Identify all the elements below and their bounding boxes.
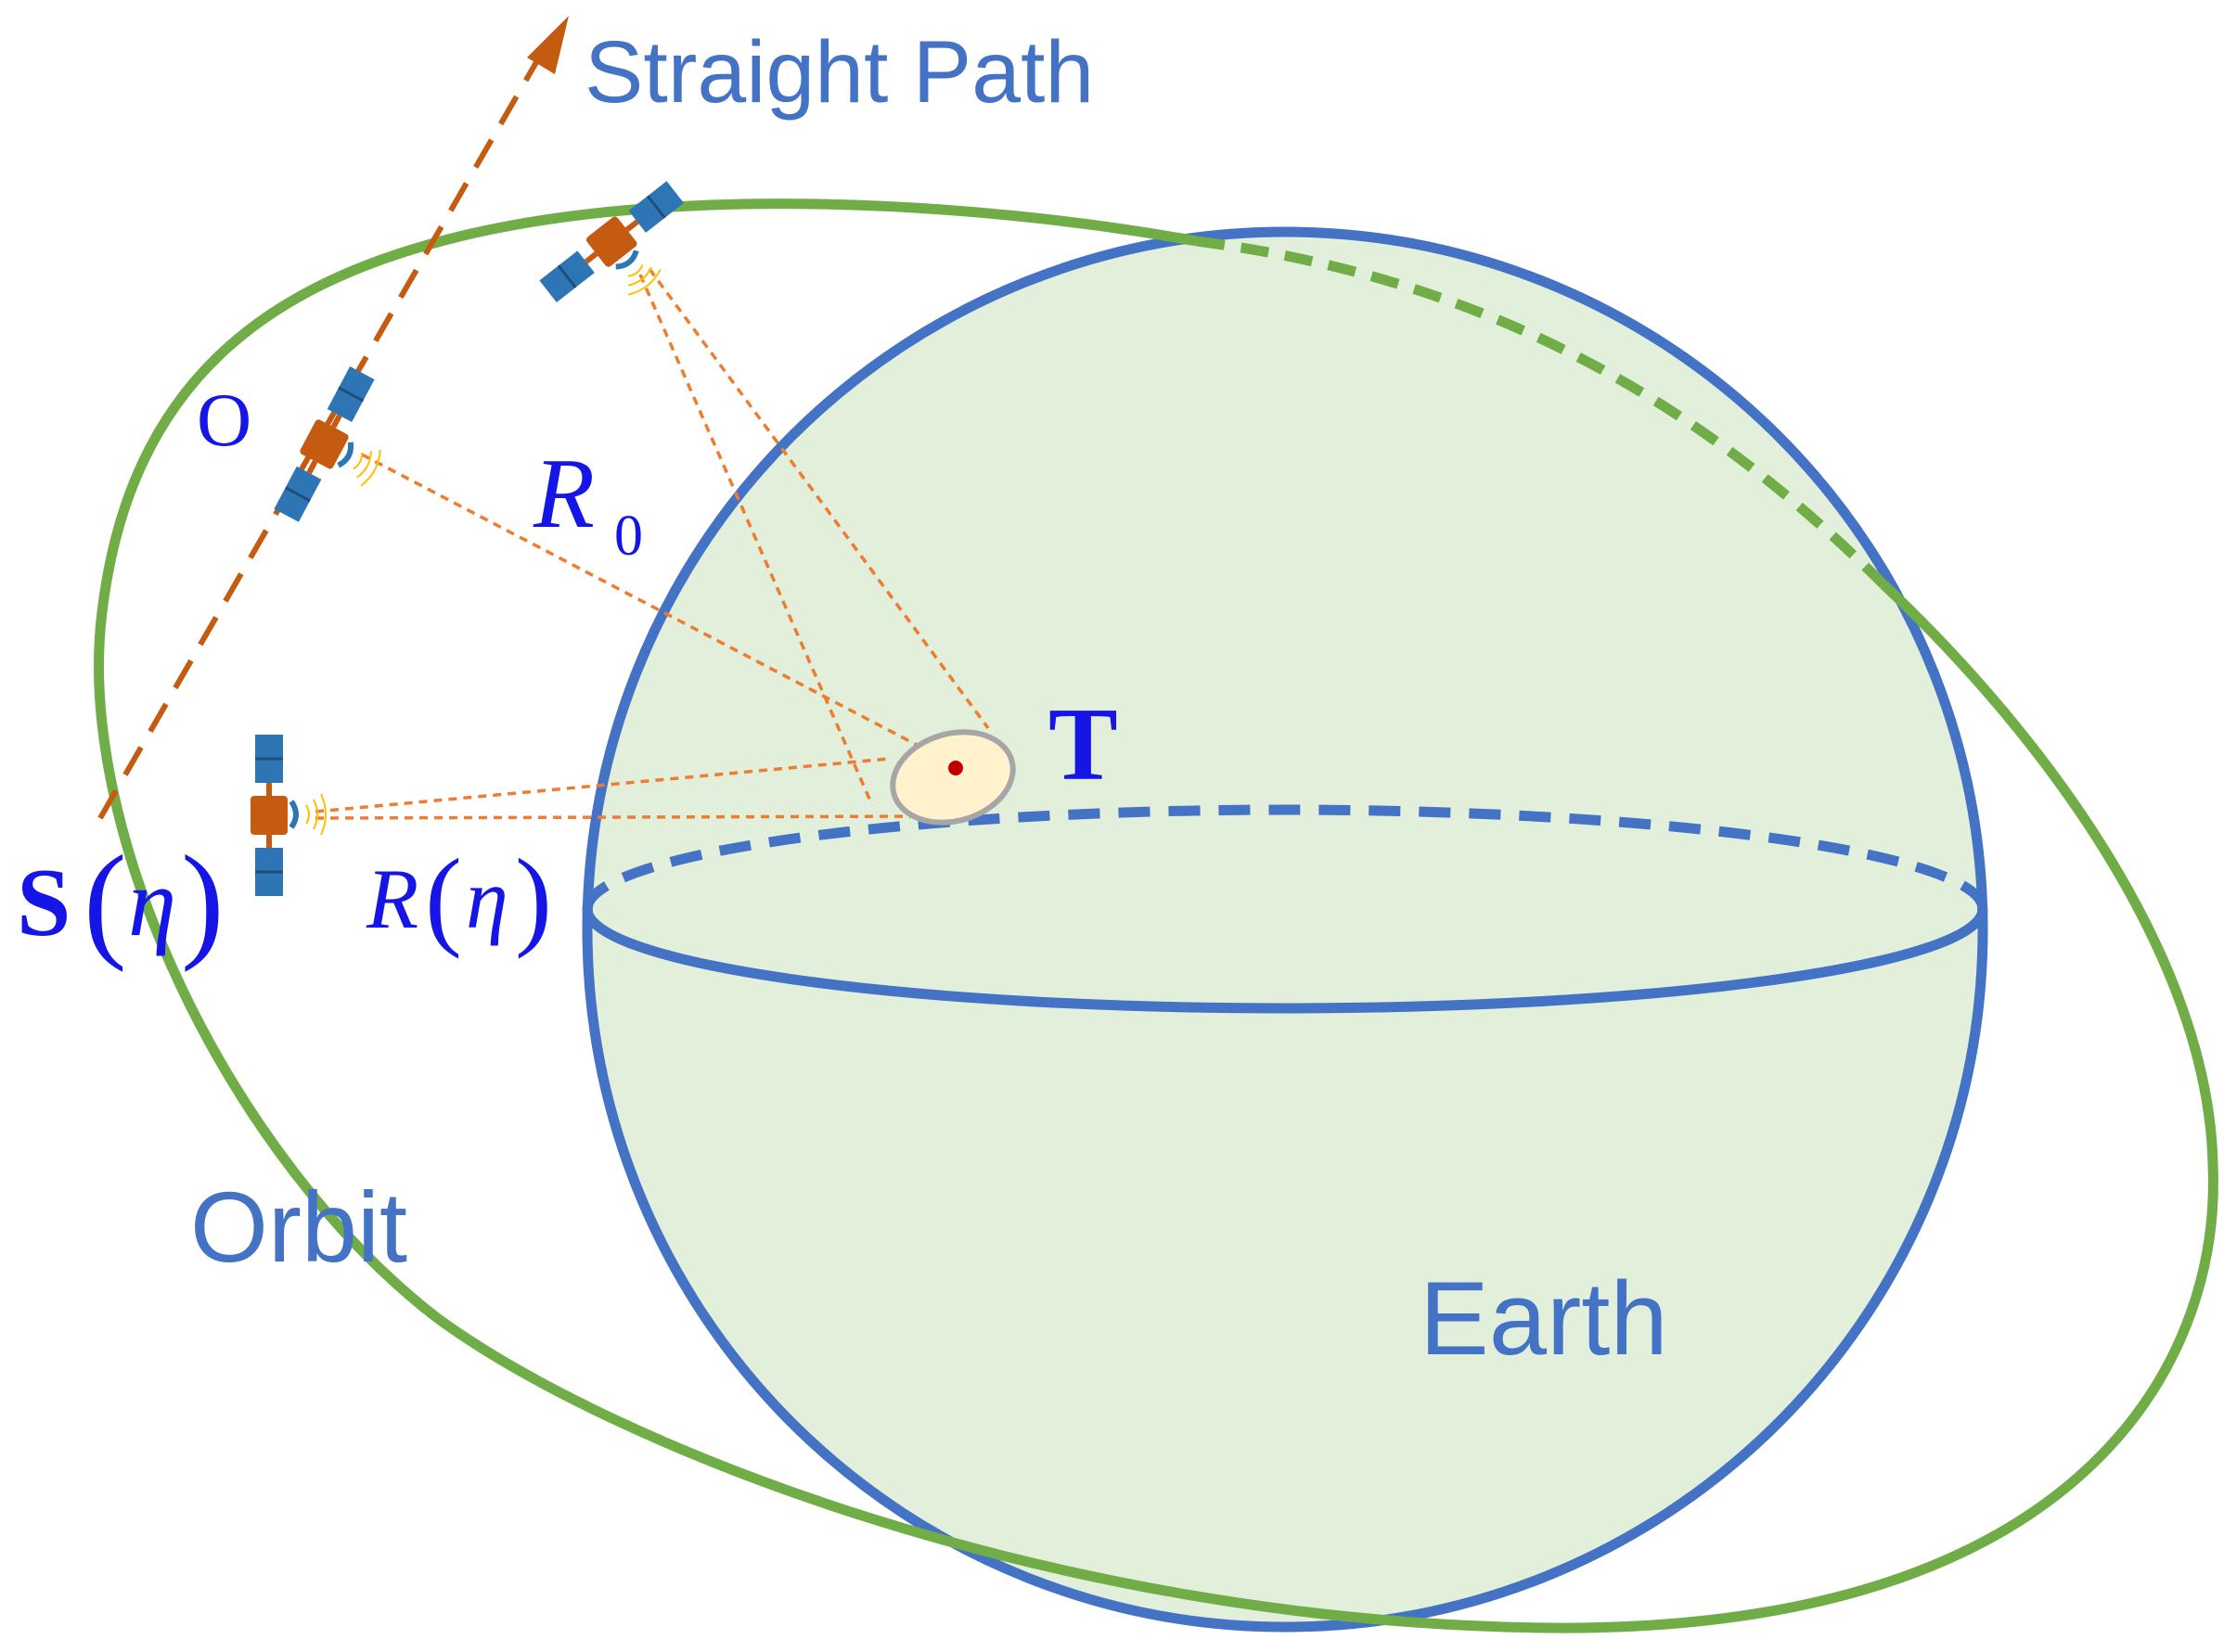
s-eta-label: S ( η ) <box>17 829 225 973</box>
earth-equator-front <box>582 908 1988 1014</box>
earth-equator-back <box>582 804 1988 910</box>
satellite-icon <box>251 735 327 896</box>
beam-top-1 <box>638 274 874 806</box>
target-footprint <box>890 729 1016 826</box>
beam-lines <box>315 267 990 820</box>
orbit-label: Orbit <box>190 1171 407 1283</box>
beam-low-1 <box>315 757 890 813</box>
satellite-icon <box>539 181 685 302</box>
r0-main: R <box>533 439 595 549</box>
orbit-hidden-segment <box>1196 236 1887 588</box>
beam-top-2 <box>648 267 990 730</box>
r-eta-label: R ( η ) <box>366 836 552 959</box>
earth-sphere <box>582 226 1988 1633</box>
beam-mid-1 <box>361 453 957 767</box>
target-center-dot <box>948 761 963 775</box>
target-label: T <box>1048 687 1118 802</box>
r0-label: R 0 <box>533 439 643 568</box>
satellite-icon <box>274 366 381 522</box>
arrow-head-icon <box>527 16 569 74</box>
r0-subscript: 0 <box>614 505 643 568</box>
beam-low-2 <box>315 814 931 820</box>
straight-path-label: Straight Path <box>585 23 1094 122</box>
earth-label: Earth <box>1420 1261 1668 1377</box>
orbit-visible-segment <box>94 198 2218 1633</box>
origin-label: O <box>197 378 251 462</box>
